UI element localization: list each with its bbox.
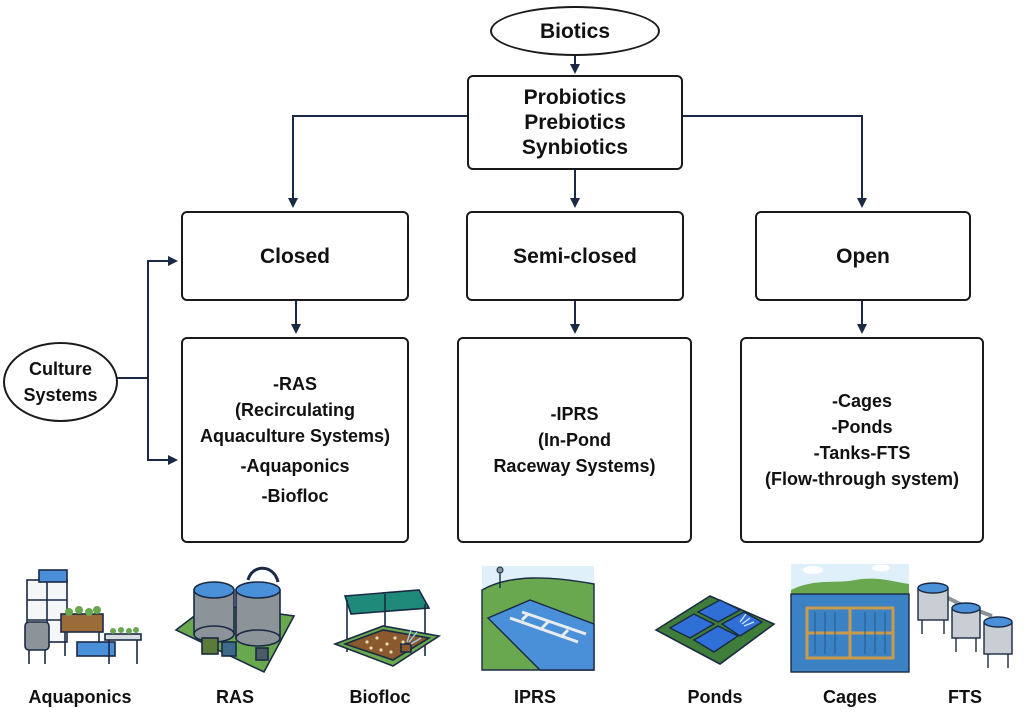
- biotics-type-probiotics: Probiotics: [523, 86, 627, 109]
- semi-closed-detail-line: -IPRS: [550, 404, 599, 424]
- open-detail-line: -Ponds: [831, 417, 893, 437]
- open-detail-line: (Flow-through system): [765, 469, 959, 489]
- iprs-caption: IPRS: [513, 687, 556, 707]
- category-semi-closed: Semi-closed: [466, 211, 684, 301]
- category-closed: Closed: [181, 211, 409, 301]
- open-details-box: -Cages -Ponds -Tanks-FTS (Flow-through s…: [740, 337, 984, 543]
- closed-detail-line: -RAS: [273, 374, 317, 394]
- iprs-icon: IPRS: [470, 560, 600, 714]
- aquaponics-caption: Aquaponics: [28, 687, 132, 707]
- culture-systems-line-1: Culture: [29, 359, 92, 379]
- semi-closed-detail-line: Raceway Systems): [493, 456, 656, 476]
- semi-closed-details-box: -IPRS (In-Pond Raceway Systems): [457, 337, 692, 543]
- ponds-icon: Ponds: [650, 560, 780, 714]
- open-detail-line: -Tanks-FTS: [813, 443, 911, 463]
- category-open: Open: [755, 211, 971, 301]
- biotics-label: Biotics: [539, 19, 610, 43]
- connector-lines: [116, 54, 867, 465]
- semi-closed-detail-line: (In-Pond: [538, 430, 611, 450]
- closed-detail-line: (Recirculating: [234, 400, 356, 420]
- fts-icon: FTS: [900, 560, 1024, 714]
- culture-systems-line-2: Systems: [23, 385, 98, 405]
- biotics-node: Biotics: [490, 6, 660, 56]
- biotics-types-box: Probiotics Prebiotics Synbiotics: [467, 75, 683, 170]
- illustrations-row: Aquaponics RAS: [0, 560, 1024, 714]
- category-semi-closed-label: Semi-closed: [513, 244, 637, 268]
- closed-detail-line: -Aquaponics: [240, 456, 350, 476]
- biofloc-caption: Biofloc: [349, 687, 411, 707]
- category-closed-label: Closed: [259, 244, 330, 268]
- cages-caption: Cages: [822, 687, 878, 707]
- ras-caption: RAS: [215, 687, 254, 707]
- aquaponics-icon: Aquaponics: [15, 560, 145, 714]
- cages-icon: Cages: [785, 560, 915, 714]
- category-open-label: Open: [836, 244, 890, 268]
- biofloc-icon: Biofloc: [315, 560, 445, 714]
- biotics-type-synbiotics: Synbiotics: [521, 136, 629, 159]
- closed-detail-line: Aquaculture Systems): [199, 426, 391, 446]
- fts-caption: FTS: [948, 687, 982, 707]
- open-detail-line: -Cages: [831, 391, 893, 411]
- closed-details-box: -RAS (Recirculating Aquaculture Systems)…: [181, 337, 409, 543]
- ras-icon: RAS: [170, 560, 300, 714]
- culture-systems-node: Culture Systems: [3, 342, 118, 422]
- closed-detail-line: -Biofloc: [261, 486, 329, 506]
- biotics-type-prebiotics: Prebiotics: [524, 111, 626, 134]
- ponds-caption: Ponds: [687, 687, 743, 707]
